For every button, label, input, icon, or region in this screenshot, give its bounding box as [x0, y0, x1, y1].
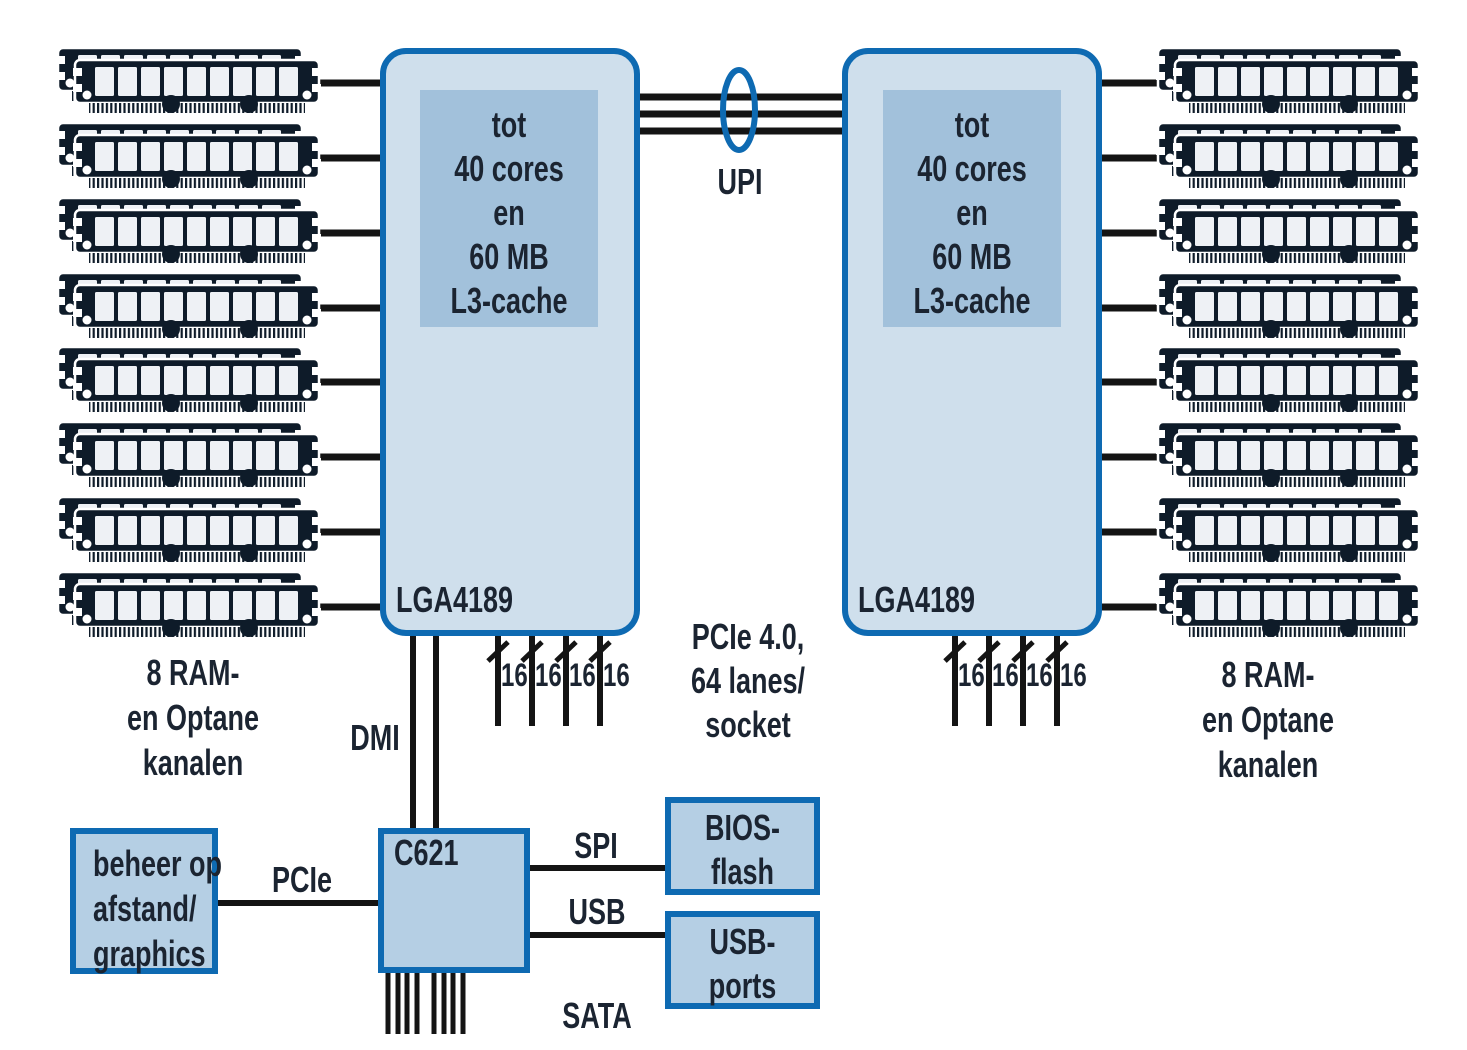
spi-bus-label: SPI — [574, 825, 618, 866]
sata-lines — [385, 970, 466, 1034]
ram-stack-icon — [1156, 198, 1421, 263]
ram-caption-left: 8 RAM- en Optane kanalen — [126, 652, 260, 783]
cpu-right-cores-cache-box: tot 40 cores en 60 MB L3-cache — [883, 90, 1061, 327]
ram-channel-lines-left — [312, 79, 386, 611]
ram-stack-icon — [1156, 572, 1421, 637]
socket-label-left: LGA4189 — [396, 579, 514, 620]
cpu-right-cores-cache-text: tot 40 cores en 60 MB L3-cache — [913, 104, 1031, 321]
lane-width-label: 16 — [569, 657, 596, 693]
ram-stack-icon — [1156, 497, 1421, 562]
ram-stack-icon — [1156, 123, 1421, 188]
dmi-label: DMI — [350, 717, 400, 758]
pcie-lane-lines-right — [943, 633, 1069, 726]
ram-stack-icon — [1156, 48, 1421, 113]
lane-width-label: 16 — [535, 657, 562, 693]
ram-stack-icon — [56, 497, 321, 562]
lane-width-label: 16 — [501, 657, 528, 693]
sata-bus-label: SATA — [562, 995, 632, 1036]
ram-stack-icon — [56, 347, 321, 412]
ram-caption-right: 8 RAM- en Optane kanalen — [1201, 654, 1335, 785]
ram-stack-icon — [1156, 347, 1421, 412]
lane-width-label: 16 — [992, 657, 1019, 693]
cpu-left-cores-cache-text: tot 40 cores en 60 MB L3-cache — [450, 104, 568, 321]
ram-stack-icon — [1156, 422, 1421, 487]
usb-ports-text: USB- ports — [708, 921, 777, 1006]
ram-stack-icon — [56, 572, 321, 637]
usb-ports-box: USB- ports — [665, 911, 820, 1009]
ram-stack-icon — [56, 48, 321, 113]
socket-label-right: LGA4189 — [858, 579, 976, 620]
dmi-lines — [410, 630, 439, 832]
remote-management-box: beheer op afstand/ graphics — [70, 828, 223, 974]
bios-flash-text: BIOS- flash — [704, 807, 780, 892]
upi-lines — [637, 93, 846, 135]
ram-stacks-right — [1156, 48, 1421, 637]
lane-width-label: 16 — [1026, 657, 1053, 693]
ram-stack-icon — [56, 273, 321, 338]
usb-bus-label: USB — [568, 891, 626, 932]
bios-flash-box: BIOS- flash — [665, 797, 820, 895]
upi-ellipse — [720, 67, 758, 153]
ram-stacks-left — [56, 48, 321, 637]
pcie-lane-lines-left — [486, 633, 612, 726]
ram-stack-icon — [56, 123, 321, 188]
lane-width-label: 16 — [1060, 657, 1087, 693]
upi-label: UPI — [717, 161, 763, 202]
remote-management-text: beheer op afstand/ graphics — [93, 843, 223, 974]
ram-stack-icon — [1156, 273, 1421, 338]
ram-stack-icon — [56, 422, 321, 487]
lane-width-label: 16 — [603, 657, 630, 693]
chipset-box — [378, 828, 530, 973]
cpu-left-cores-cache-box: tot 40 cores en 60 MB L3-cache — [420, 90, 598, 327]
pcie-info-text: PCIe 4.0, 64 lanes/ socket — [690, 616, 806, 745]
pcie-bus-label: PCIe — [271, 859, 333, 900]
ram-stack-icon — [56, 198, 321, 263]
lane-width-label: 16 — [958, 657, 985, 693]
chipset-label: C621 — [394, 832, 459, 873]
